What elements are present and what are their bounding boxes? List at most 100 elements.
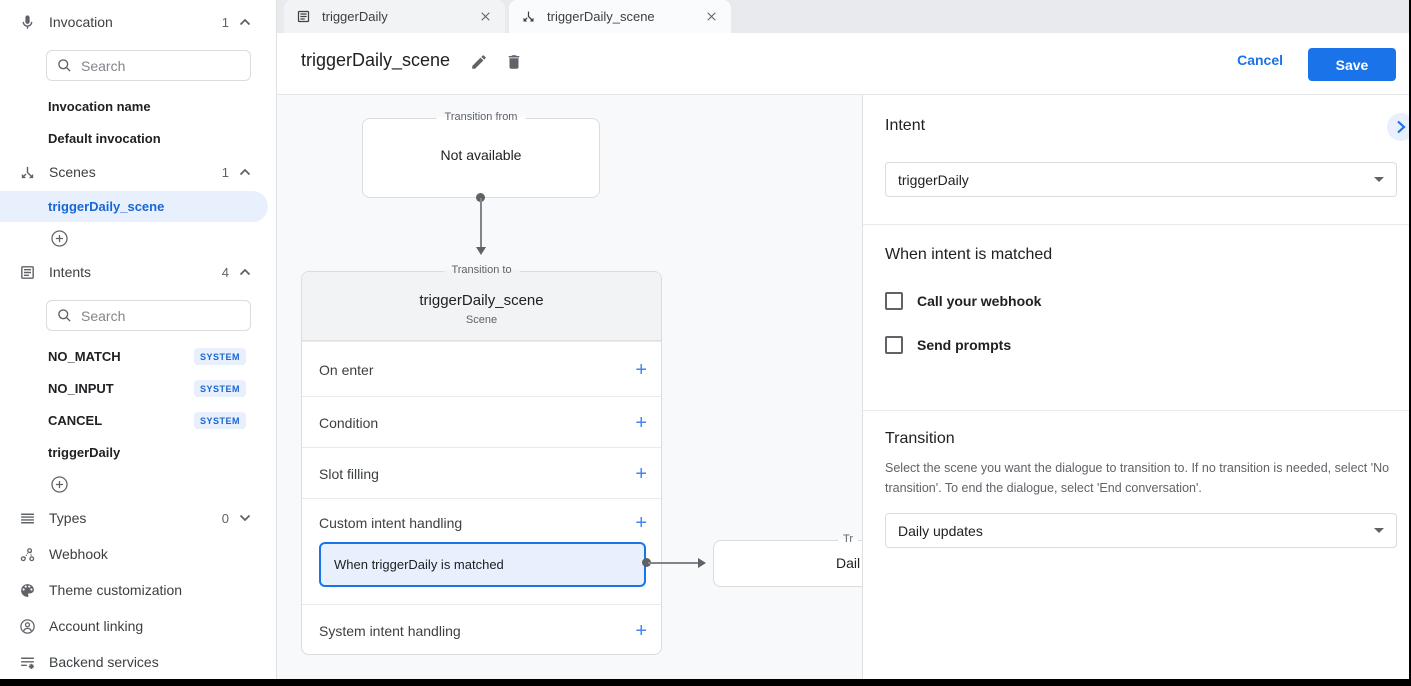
connector-line-horizontal bbox=[648, 562, 700, 564]
types-icon bbox=[16, 507, 38, 529]
matched-section-title: When intent is matched bbox=[885, 246, 1053, 263]
section-count: 1 bbox=[221, 14, 229, 30]
system-badge: SYSTEM bbox=[193, 348, 246, 365]
sidebar-section-scenes[interactable]: Scenes 1 bbox=[0, 160, 277, 184]
sidebar-section-invocation[interactable]: Invocation 1 bbox=[0, 10, 277, 34]
sidebar-item-invocation-name[interactable]: Invocation name bbox=[48, 98, 151, 114]
transition-from-box: Transition from Not available bbox=[362, 111, 600, 198]
intents-search[interactable] bbox=[46, 300, 251, 331]
add-scene-button[interactable] bbox=[50, 229, 69, 248]
chevron-right-icon bbox=[1397, 120, 1406, 134]
tab-triggerdaily-scene[interactable]: triggerDaily_scene bbox=[509, 0, 731, 33]
add-icon bbox=[51, 476, 68, 493]
transition-to-legend: Transition to bbox=[443, 264, 520, 276]
checkbox-label: Send prompts bbox=[917, 337, 1012, 353]
chevron-up-icon bbox=[239, 166, 251, 178]
sidebar-item-default-invocation[interactable]: Default invocation bbox=[48, 130, 161, 146]
sidebar-item-backend-services[interactable]: Backend services bbox=[0, 650, 277, 674]
row-label: On enter bbox=[319, 361, 374, 378]
section-label: Types bbox=[49, 510, 87, 526]
add-intent-button[interactable] bbox=[50, 475, 69, 494]
sidebar-item-account-linking[interactable]: Account linking bbox=[0, 614, 277, 638]
chevron-up-icon bbox=[239, 16, 251, 28]
transition-dropdown[interactable]: Daily updates bbox=[885, 513, 1397, 548]
scene-row-condition[interactable]: Condition + bbox=[302, 396, 661, 447]
call-webhook-checkbox[interactable] bbox=[885, 292, 903, 310]
scene-card-title: triggerDaily_scene bbox=[419, 292, 544, 309]
send-prompts-checkbox[interactable] bbox=[885, 336, 903, 354]
sidebar-item-triggerdaily-scene[interactable]: triggerDaily_scene bbox=[0, 191, 268, 222]
sidebar-item-triggerdaily[interactable]: triggerDaily bbox=[48, 444, 121, 460]
tab-triggerdaily[interactable]: triggerDaily bbox=[284, 0, 505, 33]
add-icon bbox=[51, 230, 68, 247]
sidebar-item-no-match[interactable]: NO_MATCH bbox=[48, 348, 121, 364]
connector-dot bbox=[642, 558, 651, 567]
scene-row-slot-filling[interactable]: Slot filling + bbox=[302, 447, 661, 498]
save-button[interactable]: Save bbox=[1308, 48, 1396, 81]
send-prompts-option[interactable]: Send prompts bbox=[885, 336, 1011, 354]
system-badge: SYSTEM bbox=[193, 412, 246, 429]
connector-line-vertical bbox=[480, 198, 482, 248]
sidebar-item-no-input[interactable]: NO_INPUT bbox=[48, 380, 114, 396]
intent-editor-panel: Intent triggerDaily When intent is match… bbox=[862, 95, 1409, 679]
tab-strip: triggerDaily triggerDaily_scene bbox=[277, 0, 1409, 33]
section-label: Scenes bbox=[49, 164, 96, 180]
sidebar-item-cancel[interactable]: CANCEL bbox=[48, 412, 103, 428]
account-icon bbox=[16, 615, 38, 637]
mic-icon bbox=[16, 11, 38, 33]
scene-row-system-intent-handling[interactable]: System intent handling + bbox=[302, 604, 661, 655]
divider bbox=[863, 224, 1409, 225]
add-condition-button[interactable]: + bbox=[635, 411, 647, 434]
transition-target-content: Dail bbox=[836, 555, 861, 571]
add-custom-intent-button[interactable]: + bbox=[635, 512, 647, 534]
close-icon[interactable] bbox=[477, 9, 493, 25]
search-icon bbox=[58, 309, 71, 322]
row-label: Custom intent handling bbox=[319, 515, 463, 531]
invocation-search[interactable] bbox=[46, 50, 251, 81]
selected-scene-label: triggerDaily_scene bbox=[48, 199, 165, 214]
add-on-enter-button[interactable]: + bbox=[635, 358, 647, 381]
connector-dot bbox=[476, 193, 485, 202]
connector-arrow-right-icon bbox=[698, 558, 706, 568]
search-icon bbox=[58, 59, 71, 72]
search-input[interactable] bbox=[81, 57, 231, 74]
section-label: Invocation bbox=[49, 14, 113, 30]
sidebar-section-types[interactable]: Types 0 bbox=[0, 506, 277, 530]
backend-services-icon bbox=[16, 651, 38, 673]
section-count: 1 bbox=[221, 164, 229, 180]
scene-card-subtitle: Scene bbox=[465, 314, 498, 326]
intents-icon bbox=[16, 261, 38, 283]
sidebar-section-intents[interactable]: Intents 4 bbox=[0, 260, 277, 284]
transition-from-content: Not available bbox=[440, 147, 522, 163]
scene-row-on-enter[interactable]: On enter + bbox=[302, 341, 661, 396]
cancel-button[interactable]: Cancel bbox=[1237, 52, 1283, 68]
section-count: 4 bbox=[221, 264, 229, 280]
intent-icon bbox=[296, 9, 312, 25]
sidebar-item-webhook[interactable]: Webhook bbox=[0, 542, 277, 566]
delete-icon[interactable] bbox=[505, 53, 525, 73]
collapse-panel-button[interactable] bbox=[1387, 113, 1409, 141]
tab-label: triggerDaily bbox=[322, 9, 388, 24]
search-input[interactable] bbox=[81, 307, 231, 324]
edit-icon[interactable] bbox=[470, 53, 490, 73]
transition-description: Select the scene you want the dialogue t… bbox=[885, 461, 1390, 495]
scene-diagram-canvas: Transition from Not available Transition… bbox=[277, 95, 862, 679]
intent-dropdown[interactable]: triggerDaily bbox=[885, 162, 1397, 197]
chevron-up-icon bbox=[239, 266, 251, 278]
webhook-icon bbox=[16, 543, 38, 565]
page-title: triggerDaily_scene bbox=[301, 50, 451, 70]
title-bar: triggerDaily_scene Cancel Save bbox=[277, 33, 1409, 95]
palette-icon bbox=[16, 579, 38, 601]
call-webhook-option[interactable]: Call your webhook bbox=[885, 292, 1041, 310]
sidebar-item-theme-customization[interactable]: Theme customization bbox=[0, 578, 277, 602]
system-badge: SYSTEM bbox=[193, 380, 246, 397]
add-slot-filling-button[interactable]: + bbox=[635, 462, 647, 485]
scene-row-custom-intent-handling[interactable]: Custom intent handling + When triggerDai… bbox=[302, 498, 661, 604]
custom-intent-handler-when-triggerdaily-matched[interactable]: When triggerDaily is matched bbox=[319, 542, 646, 587]
connector-arrow-down-icon bbox=[476, 247, 486, 255]
tool-label: Account linking bbox=[49, 618, 144, 634]
close-icon[interactable] bbox=[703, 9, 719, 25]
add-system-intent-button[interactable]: + bbox=[635, 619, 647, 642]
row-label: System intent handling bbox=[319, 622, 461, 639]
